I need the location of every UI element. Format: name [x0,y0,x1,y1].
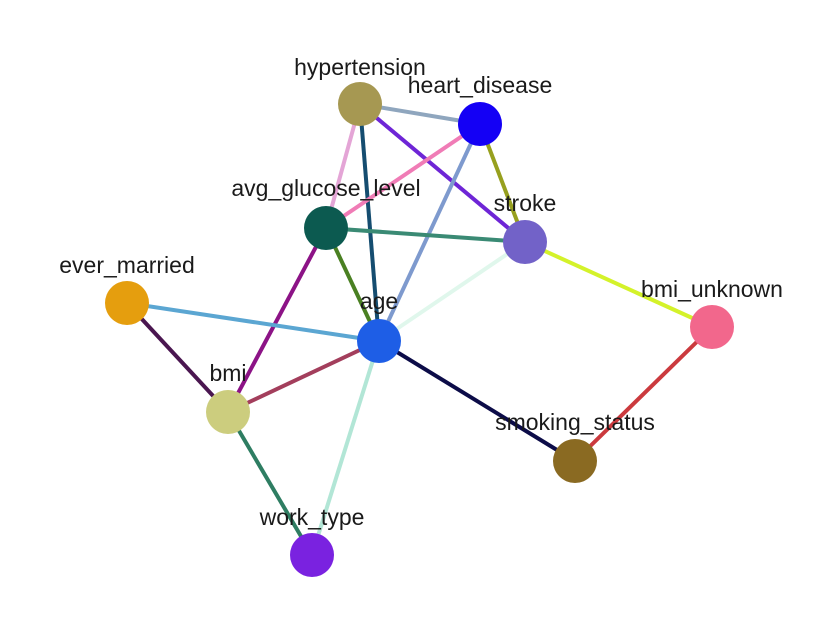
edge-bmi_unknown-smoking_status [573,325,714,463]
edge-stroke-age [377,240,527,343]
node-label-ever_married: ever_married [59,252,195,278]
edge-avg_glucose_level-bmi [226,227,328,413]
edge-age-work_type [310,340,381,556]
edge-avg_glucose_level-stroke [325,226,526,244]
node-label-heart_disease: heart_disease [408,72,553,98]
node-label-stroke: stroke [494,190,557,216]
node-age[interactable] [357,319,401,363]
node-ever_married[interactable] [105,281,149,325]
nodes-layer [105,82,734,577]
edge-hypertension-age [358,103,381,342]
node-label-age: age [360,288,398,314]
node-label-smoking_status: smoking_status [495,409,655,435]
edge-age-smoking_status [377,339,577,463]
node-label-work_type: work_type [259,504,365,530]
node-label-hypertension: hypertension [294,54,426,80]
edge-heart_disease-avg_glucose_level [324,122,482,230]
edges-layer [125,102,714,557]
edge-ever_married-age [126,301,380,343]
edge-hypertension-stroke [358,102,527,244]
node-stroke[interactable] [503,220,547,264]
node-bmi[interactable] [206,390,250,434]
edge-ever_married-bmi [125,301,230,414]
node-hypertension[interactable] [338,82,382,126]
edge-age-bmi [227,339,380,414]
node-work_type[interactable] [290,533,334,577]
node-label-bmi_unknown: bmi_unknown [641,276,783,302]
edge-stroke-bmi_unknown [524,240,713,329]
node-label-avg_glucose_level: avg_glucose_level [231,175,420,201]
node-bmi_unknown[interactable] [690,305,734,349]
node-label-bmi: bmi [209,360,246,386]
node-avg_glucose_level[interactable] [304,206,348,250]
edge-bmi-work_type [226,410,314,557]
node-heart_disease[interactable] [458,102,502,146]
node-smoking_status[interactable] [553,439,597,483]
edge-heart_disease-age [377,123,482,342]
